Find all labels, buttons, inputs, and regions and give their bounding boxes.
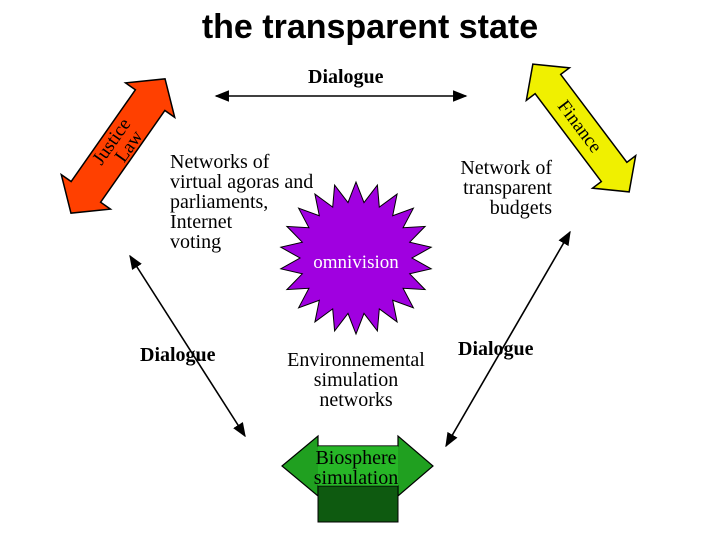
environment-text: Environnemental simulation networks [266, 350, 446, 410]
agoras-line: voting [170, 231, 222, 253]
left-dialogue-arrow [129, 254, 246, 438]
agoras-line: Networks of [170, 151, 270, 173]
page-title: the transparent state [201, 8, 539, 46]
biosphere-text: Biosphere simulation [296, 448, 416, 488]
top-dialogue-label: Dialogue [308, 66, 384, 88]
right-dialogue-label: Dialogue [458, 338, 534, 360]
biosphere-arrow [281, 434, 434, 523]
agoras-line: virtual agoras and [170, 171, 314, 193]
environment-line: networks [319, 389, 393, 411]
omnivision-label: omnivision [313, 252, 399, 273]
justice-law-arrow: Justice Law [60, 78, 176, 214]
agoras-line: Internet [170, 211, 233, 233]
budgets-line: transparent [463, 177, 552, 199]
simulation-label: simulation [313, 467, 399, 489]
environment-line: Environnemental [287, 349, 425, 371]
environment-line: simulation [313, 369, 399, 391]
biosphere-label: Biosphere [315, 447, 397, 469]
budgets-line: budgets [489, 197, 552, 219]
budgets-text: Network of transparent budgets [460, 158, 552, 218]
agoras-text: Networks of virtual agoras and parliamen… [170, 152, 313, 252]
right-dialogue-arrow [445, 230, 571, 448]
agoras-line: parliaments, [170, 191, 269, 213]
budgets-line: Network of [460, 157, 552, 179]
left-dialogue-label: Dialogue [140, 344, 216, 366]
omnivision-starburst [279, 180, 433, 336]
